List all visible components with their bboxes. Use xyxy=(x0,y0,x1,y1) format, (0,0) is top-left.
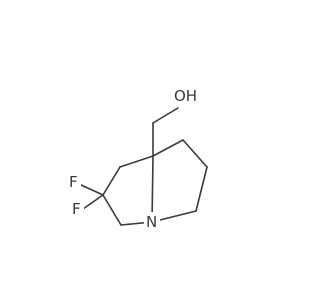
atom-nitrogen: N xyxy=(144,212,160,231)
bond-c8a-c1 xyxy=(119,155,154,168)
hydroxyl-label: OH xyxy=(174,87,197,105)
bond-c7-c6 xyxy=(195,166,208,212)
bond-c2-f-b xyxy=(82,194,104,210)
bond-c2-f-a xyxy=(78,183,104,196)
atom-fluorine-a: F xyxy=(68,172,81,191)
fluorine-label-b: F xyxy=(72,200,81,218)
bond-c1-c2 xyxy=(102,166,121,196)
atom-hydroxyl: OH xyxy=(172,85,200,105)
bond-c2-c3 xyxy=(102,194,122,226)
fluorine-label-a: F xyxy=(69,173,78,191)
molecule-structure: OH F F N xyxy=(68,85,208,231)
bond-c8-c7 xyxy=(182,139,208,168)
bond-ch2-o xyxy=(152,107,179,124)
bond-c8a-c8 xyxy=(152,139,184,157)
nitrogen-label: N xyxy=(146,213,157,231)
bond-n-c8a xyxy=(151,155,154,223)
atom-fluorine-b: F xyxy=(71,199,84,218)
